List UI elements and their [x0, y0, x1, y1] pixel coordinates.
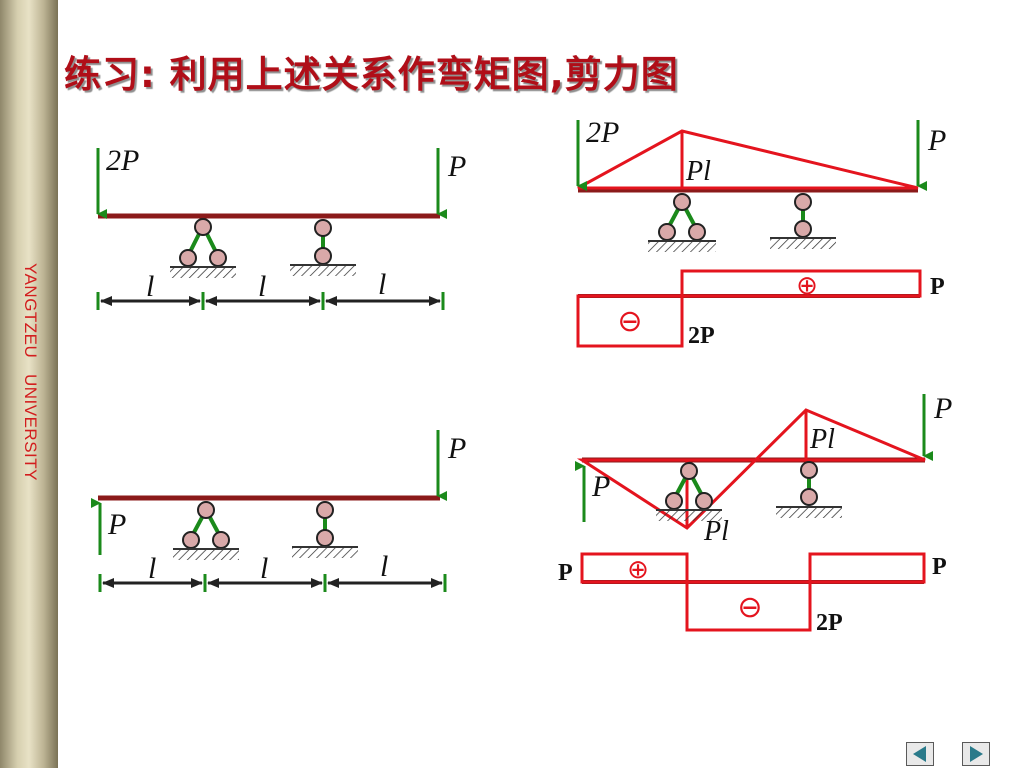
- shear-positive-region: [580, 552, 689, 584]
- shear-positive-region: [808, 552, 926, 584]
- roller-support: [290, 219, 356, 276]
- pin-support: [656, 462, 722, 521]
- span-dimensions: l l l: [98, 550, 447, 592]
- span-label: l: [258, 270, 266, 303]
- span-label: l: [378, 268, 386, 301]
- plus-icon: ⊕: [627, 555, 649, 585]
- span-label: l: [146, 270, 154, 303]
- load-label-2p: 2P: [106, 144, 139, 177]
- triangle-right-icon: [970, 746, 983, 762]
- span-label: l: [380, 550, 388, 583]
- load-label-p: P: [447, 150, 466, 183]
- pin-support: [170, 218, 236, 278]
- shear-label-p: P: [932, 554, 947, 580]
- shear-label-2p: 2P: [816, 610, 843, 636]
- shear-positive-region: [680, 269, 922, 298]
- page-title: 练习: 利用上述关系作弯矩图,剪力图: [64, 53, 679, 96]
- load-label-p: P: [933, 392, 952, 425]
- load-label-p: P: [447, 432, 466, 465]
- pin-support: [648, 193, 716, 252]
- moment-label-pl: Pl: [685, 156, 711, 187]
- moment-diagram: [576, 408, 926, 530]
- span-dimensions: l l l: [96, 268, 445, 310]
- shear-negative-region: [576, 294, 684, 348]
- triangle-left-icon: [913, 746, 926, 762]
- load-label-p: P: [591, 470, 610, 503]
- roller-support: [776, 461, 842, 518]
- span-label: l: [148, 552, 156, 585]
- next-slide-button[interactable]: [962, 742, 990, 766]
- roller-support: [770, 193, 836, 249]
- beam-bottom-left: P P l: [91, 430, 466, 592]
- beam-top-left: 2P P: [96, 144, 466, 310]
- shear-label-p: P: [930, 274, 945, 300]
- roller-support: [292, 501, 358, 558]
- load-label-p: P: [927, 124, 946, 157]
- moment-label-pl: Pl: [703, 516, 729, 547]
- solution-top-right: Pl 2P P ⊖ ⊕ P 2P: [576, 116, 946, 349]
- pin-support: [173, 501, 239, 560]
- sidebar: YANGTZEU UNIVERSITY: [0, 0, 58, 768]
- moment-label-pl: Pl: [809, 424, 835, 455]
- load-label-2p: 2P: [586, 116, 619, 149]
- load-label-p: P: [107, 508, 126, 541]
- minus-icon: ⊖: [737, 590, 762, 625]
- solution-bottom-right: Pl Pl P P ⊕ ⊖ P P 2P: [558, 392, 952, 636]
- moment-diagram: [577, 129, 919, 190]
- shear-negative-region: [685, 580, 812, 632]
- plus-icon: ⊕: [796, 271, 818, 301]
- span-label: l: [260, 552, 268, 585]
- prev-slide-button[interactable]: [906, 742, 934, 766]
- minus-icon: ⊖: [617, 304, 642, 339]
- shear-label-2p: 2P: [688, 323, 715, 349]
- shear-label-p: P: [558, 560, 573, 586]
